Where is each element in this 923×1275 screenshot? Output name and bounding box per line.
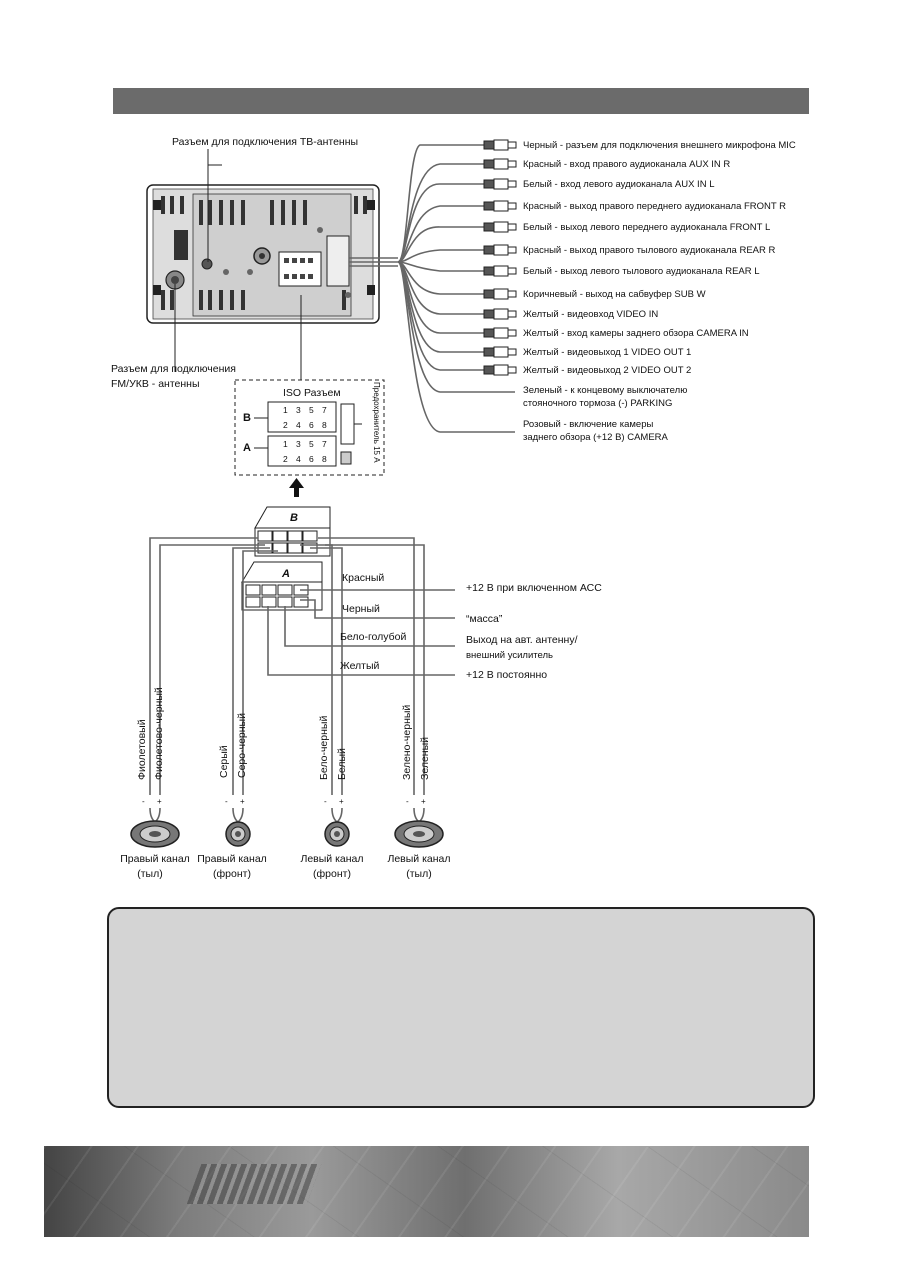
iso-pin: 4 — [296, 454, 301, 464]
speaker-label: Правый канал — [120, 853, 190, 865]
speaker-round-icon — [225, 821, 251, 847]
iso-pin: 7 — [322, 439, 327, 449]
speaker-round-icon — [324, 821, 350, 847]
rca-plugs — [483, 139, 517, 376]
footer-banner — [44, 1146, 809, 1237]
fuse-label: Предохранитель 15 А — [372, 382, 381, 463]
connector-a: A — [241, 561, 323, 611]
iso-pin: 1 — [283, 439, 288, 449]
iso-pin: 5 — [309, 405, 314, 415]
rca-label: Красный - выход правого переднего аудиок… — [523, 201, 786, 212]
parking-label-line2: стояночного тормоза (-) PARKING — [523, 398, 672, 409]
iso-pin: 5 — [309, 439, 314, 449]
rca-label: Белый - выход левого переднего аудиокана… — [523, 222, 770, 233]
speaker-wire-label: Зелено-черный — [401, 705, 413, 780]
parking-label-line1: Зеленый - к концевому выключателю — [523, 385, 687, 396]
head-unit-rear — [146, 184, 380, 324]
iso-pin: 7 — [322, 405, 327, 415]
note-box — [107, 907, 815, 1108]
speaker-wire-label: Белый — [336, 748, 348, 780]
power-wire-desc: “масса” — [466, 613, 503, 625]
iso-pin: 4 — [296, 420, 301, 430]
iso-title: ISO Разъем — [283, 387, 341, 399]
iso-row-b-label: B — [243, 412, 251, 424]
arrow-up-icon — [289, 478, 304, 497]
speaker-wire-label: Серо-черный — [236, 713, 248, 778]
speaker-label: Левый канал — [300, 853, 363, 865]
speaker-label: (фронт) — [213, 868, 251, 880]
rca-label: Желтый - вход камеры заднего обзора CAME… — [523, 328, 749, 339]
power-wire-desc-2: внешний усилитель — [466, 650, 553, 661]
polarity-plus: + — [339, 797, 344, 806]
camera-power-label-line1: Розовый - включение камеры — [523, 419, 653, 430]
connector-b: B — [254, 506, 331, 557]
polarity-plus: + — [157, 797, 162, 806]
iso-pin: 1 — [283, 405, 288, 415]
polarity-minus: - — [225, 797, 228, 806]
wiring-diagram: Разъем для подключения ТВ-антенны Разъем… — [111, 136, 796, 880]
power-wire-desc: +12 В при включенном АСС — [466, 582, 602, 594]
rca-label: Белый - выход левого тылового аудиоканал… — [523, 266, 760, 277]
speaker-label: (фронт) — [313, 868, 351, 880]
iso-pin: 2 — [283, 420, 288, 430]
rca-label: Черный - разъем для подключения внешнего… — [523, 140, 796, 151]
rca-label: Желтый - видеовход VIDEO IN — [523, 309, 658, 320]
iso-connector-inset: ISO Разъем Предохранитель 15 А B A 1 3 5… — [234, 295, 385, 476]
polarity-minus: - — [142, 797, 145, 806]
power-wire-color: Красный — [342, 572, 384, 584]
speaker-wire-label: Фиолетовый — [136, 719, 148, 780]
power-wire-desc: Выход на авт. антенну/ — [466, 634, 578, 646]
speaker-label: (тыл) — [137, 868, 162, 880]
polarity-plus: + — [421, 797, 426, 806]
speaker-wire-label: Зеленый — [419, 737, 431, 780]
tv-antenna-label: Разъем для подключения ТВ-антенны — [172, 136, 358, 148]
polarity-minus: - — [324, 797, 327, 806]
speaker-wire-label: Бело-черный — [318, 716, 330, 780]
rca-label: Желтый - видеовыход 1 VIDEO OUT 1 — [523, 347, 691, 358]
power-wire-desc: +12 В постоянно — [466, 669, 547, 681]
iso-pin: 8 — [322, 454, 327, 464]
speaker-oval-icon — [130, 820, 180, 848]
iso-pin: 2 — [283, 454, 288, 464]
rca-label: Желтый - видеовыход 2 VIDEO OUT 2 — [523, 365, 691, 376]
iso-pin: 6 — [309, 454, 314, 464]
power-wire-color: Черный — [342, 603, 380, 615]
speaker-label: Левый канал — [387, 853, 450, 865]
rca-label: Белый - вход левого аудиоканала AUX IN L — [523, 179, 714, 190]
camera-power-label-line2: заднего обзора (+12 В) CAMERA — [523, 432, 669, 443]
iso-row-a-label: A — [243, 442, 251, 454]
speaker-wire-label: Фиолетово-черный — [153, 687, 165, 780]
speaker-label: Правый канал — [197, 853, 267, 865]
rca-label: Красный - выход правого тылового аудиока… — [523, 245, 776, 256]
speaker-oval-icon — [394, 820, 444, 848]
iso-pin: 3 — [296, 405, 301, 415]
polarity-minus: - — [406, 797, 409, 806]
iso-pin: 6 — [309, 420, 314, 430]
section-header-bar — [113, 88, 809, 114]
rca-label: Красный - вход правого аудиоканала AUX I… — [523, 159, 730, 170]
connector-b-letter: B — [290, 512, 298, 524]
power-wire-color: Бело-голубой — [340, 631, 407, 643]
polarity-plus: + — [240, 797, 245, 806]
speaker-wire-label: Серый — [218, 745, 230, 778]
banner-decoration — [186, 1164, 322, 1204]
power-wire-color: Желтый — [340, 660, 380, 672]
iso-pin: 8 — [322, 420, 327, 430]
speaker-label: (тыл) — [406, 868, 431, 880]
connector-a-letter: A — [281, 568, 290, 580]
fm-antenna-label-line2: FM/УКВ - антенны — [111, 378, 200, 390]
rca-label: Коричневый - выход на сабвуфер SUB W — [523, 289, 706, 300]
fm-antenna-label-line1: Разъем для подключения — [111, 363, 236, 375]
iso-pin: 3 — [296, 439, 301, 449]
